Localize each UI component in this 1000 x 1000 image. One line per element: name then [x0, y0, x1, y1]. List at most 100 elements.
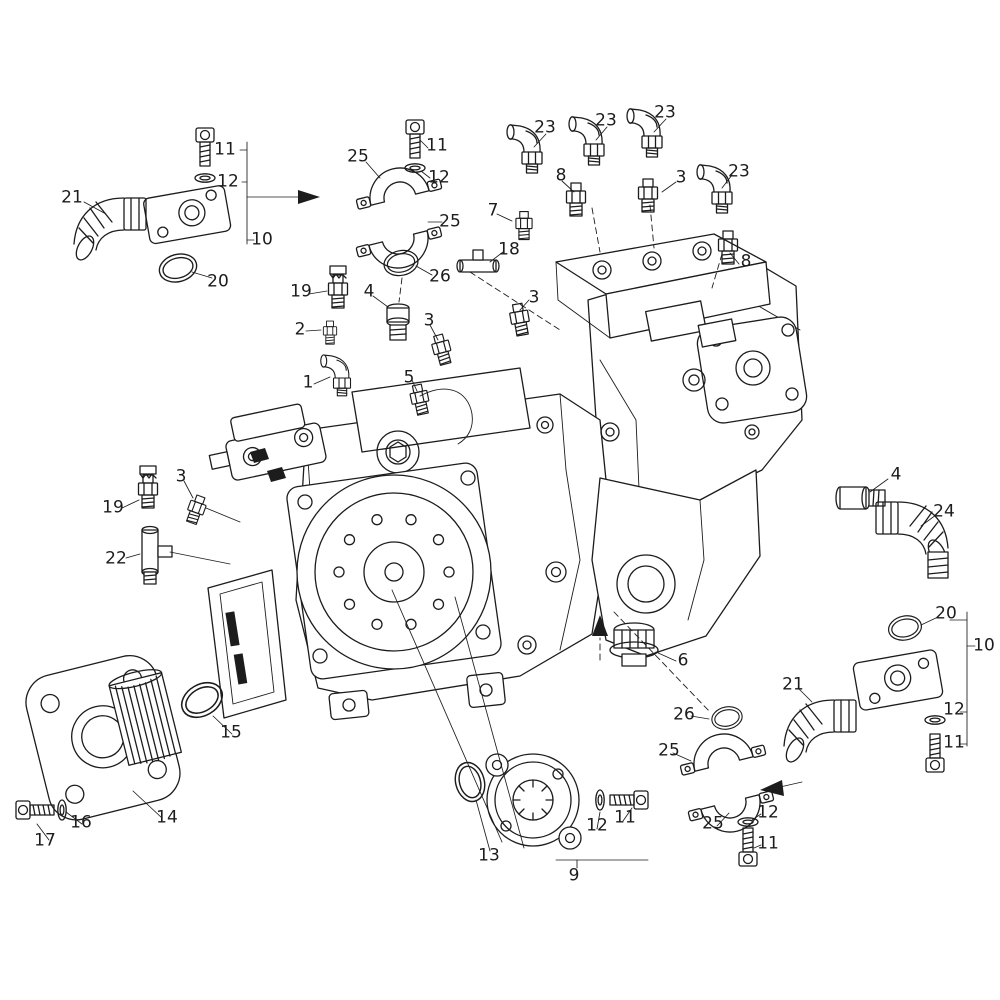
fitting-1 [320, 354, 352, 397]
part-label-17-45: 17 [34, 830, 56, 851]
oring-13-group [450, 758, 490, 806]
part-label-25-5: 25 [347, 146, 369, 167]
washer-12-bottom-right [924, 715, 946, 725]
plug-6 [609, 622, 659, 667]
part-label-8-18: 8 [740, 251, 752, 272]
elbow-21-bottom-right [782, 699, 857, 766]
arrow-left-icon [760, 780, 784, 796]
port-group-bottom-right [782, 612, 946, 773]
part-label-10-2: 10 [251, 229, 273, 250]
part-label-26-9: 26 [429, 266, 451, 287]
part-label-12-40: 12 [757, 802, 779, 823]
port-flange-top-left [143, 185, 232, 245]
part-label-15-42: 15 [220, 722, 242, 743]
part-label-4-20: 4 [363, 281, 375, 302]
fitting-4-top [386, 303, 410, 341]
fitting-3-c [507, 301, 533, 338]
arrow-right-icon [298, 190, 320, 204]
front-face-plate [296, 474, 492, 670]
fitting-3-b [429, 332, 455, 367]
left-bracket [207, 569, 287, 719]
part-label-5-25: 5 [403, 367, 415, 388]
oring-20-top-left [155, 249, 201, 287]
part-label-19-26: 19 [102, 497, 124, 518]
fittings-right [835, 486, 950, 579]
part-label-9-49: 9 [568, 865, 580, 886]
part-label-1-24: 1 [302, 372, 314, 393]
fitting-18 [456, 249, 500, 273]
leader-lines [36, 118, 976, 869]
part-label-22-28: 22 [105, 548, 127, 569]
part-label-24-30: 24 [933, 501, 955, 522]
part-label-11-36: 11 [943, 732, 965, 753]
part-label-11-0: 11 [214, 139, 236, 160]
hose-part-5 [419, 388, 473, 445]
fittings-center [320, 265, 533, 417]
arrow-up-icon [592, 615, 608, 636]
bolt-11-bottom-center [609, 790, 649, 810]
fitting-4-right [835, 486, 886, 510]
bolt-11-top-left [195, 127, 215, 167]
part-label-11-41: 11 [757, 833, 779, 854]
part-label-18-17: 18 [498, 239, 520, 260]
fitting-22 [141, 525, 173, 585]
fittings-top-right [456, 108, 739, 273]
part-label-20-32: 20 [935, 603, 957, 624]
part-label-12-35: 12 [943, 699, 965, 720]
part-label-3-15: 3 [675, 167, 687, 188]
pump-assembly [207, 233, 808, 721]
part-label-13-46: 13 [478, 845, 500, 866]
splined-coupling [108, 669, 183, 766]
part-label-21-34: 21 [782, 674, 804, 695]
bolt-17 [15, 800, 55, 820]
part-label-12-7: 12 [428, 167, 450, 188]
part-label-20-4: 20 [207, 271, 229, 292]
part-label-14-43: 14 [156, 807, 178, 828]
elbow-24 [875, 501, 950, 579]
flange-13 [485, 753, 582, 850]
part-label-11-48: 11 [614, 807, 636, 828]
port-flange-bottom-right [852, 649, 944, 711]
fittings-left [137, 465, 210, 585]
part-label-23-13: 23 [728, 161, 750, 182]
elbow-21-top-left [72, 197, 147, 264]
part-label-19-19: 19 [290, 281, 312, 302]
assembly-arrows [298, 190, 803, 796]
washer-12-top-left [194, 173, 216, 183]
part-label-25-39: 25 [702, 813, 724, 834]
washer-12-bottom-center [595, 789, 605, 811]
part-label-6-31: 6 [677, 650, 689, 671]
part-label-4-29: 4 [890, 464, 902, 485]
washer-12-top-mid [404, 163, 426, 173]
clamp-25-bottom-upper [674, 723, 767, 777]
aux-valve-block [208, 403, 327, 481]
fitting-3-left [183, 493, 210, 527]
part-label-3-23: 3 [528, 287, 540, 308]
part-label-3-27: 3 [175, 466, 187, 487]
part-label-8-14: 8 [555, 165, 567, 186]
part-label-3-22: 3 [423, 310, 435, 331]
part-label-2-21: 2 [294, 319, 306, 340]
part-label-11-6: 11 [426, 135, 448, 156]
part-label-23-11: 23 [595, 110, 617, 131]
bolt-11-clamp-bottom [738, 827, 758, 867]
fitting-7 [515, 210, 533, 241]
oring-20-bottom [885, 612, 925, 644]
part-label-21-3: 21 [61, 187, 83, 208]
part-label-23-10: 23 [534, 117, 556, 138]
assembly-dashed-lines [398, 204, 723, 713]
part-label-7-16: 7 [487, 200, 499, 221]
flange-group-bottom-center [450, 753, 649, 850]
fitting-2 [322, 320, 338, 345]
oring-26-bottom [709, 703, 745, 733]
bolt-11-bottom-right [925, 733, 945, 773]
oring-26-top [381, 246, 421, 280]
part-label-23-12: 23 [654, 102, 676, 123]
part-label-16-44: 16 [70, 812, 92, 833]
part-label-12-47: 12 [586, 815, 608, 836]
flange-group-bottom-left [15, 655, 230, 821]
port-group-top-left [72, 127, 232, 287]
fitting-19-top [327, 265, 349, 309]
